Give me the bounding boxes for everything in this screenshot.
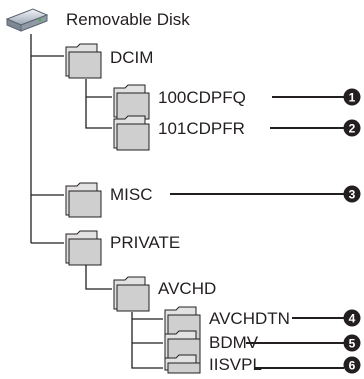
connector-private-trunk (85, 261, 112, 290)
callout-number: 5 (349, 337, 356, 351)
callout-badge-6: 6 (343, 356, 361, 374)
callout-number: 1 (349, 91, 356, 105)
folder-icon (113, 276, 150, 312)
folder-label-iisvpl: IISVPL (209, 355, 262, 374)
folder-icon (65, 182, 102, 218)
callout-badge-1: 1 (343, 88, 361, 106)
callout-badge-4: 4 (343, 309, 361, 327)
callout-number: 3 (349, 188, 356, 202)
folder-label-bdmv: BDMV (209, 333, 259, 352)
folder-icon (65, 43, 102, 79)
folder-icon (65, 230, 102, 266)
folder-label-dcim: DCIM (110, 48, 154, 67)
callout-number: 4 (349, 312, 356, 326)
callout-number: 6 (349, 359, 356, 373)
folder-icon (113, 84, 150, 120)
callout-number: 2 (349, 122, 356, 136)
folder-icon (113, 115, 150, 151)
folder-label-avchdtn: AVCHDTN (209, 309, 290, 328)
connector-avchd-trunk (131, 312, 163, 369)
tree-connectors (30, 34, 163, 369)
folder-label-100cdpfq: 100CDPFQ (158, 88, 246, 107)
removable-disk-label: Removable Disk (66, 10, 190, 29)
callout-leaders (170, 96, 344, 369)
connector-dcim-trunk (85, 79, 112, 129)
folder-label-avchd: AVCHD (158, 279, 217, 298)
removable-disk-icon (5, 8, 49, 32)
folder-label-misc: MISC (110, 185, 153, 204)
callout-badge-5: 5 (343, 334, 361, 352)
callout-badge-3: 3 (343, 185, 361, 203)
folder-icon (164, 354, 201, 374)
folder-label-private: PRIVATE (110, 233, 181, 252)
folder-label-101cdpfr: 101CDPFR (158, 119, 245, 138)
callout-badge-2: 2 (343, 119, 361, 137)
